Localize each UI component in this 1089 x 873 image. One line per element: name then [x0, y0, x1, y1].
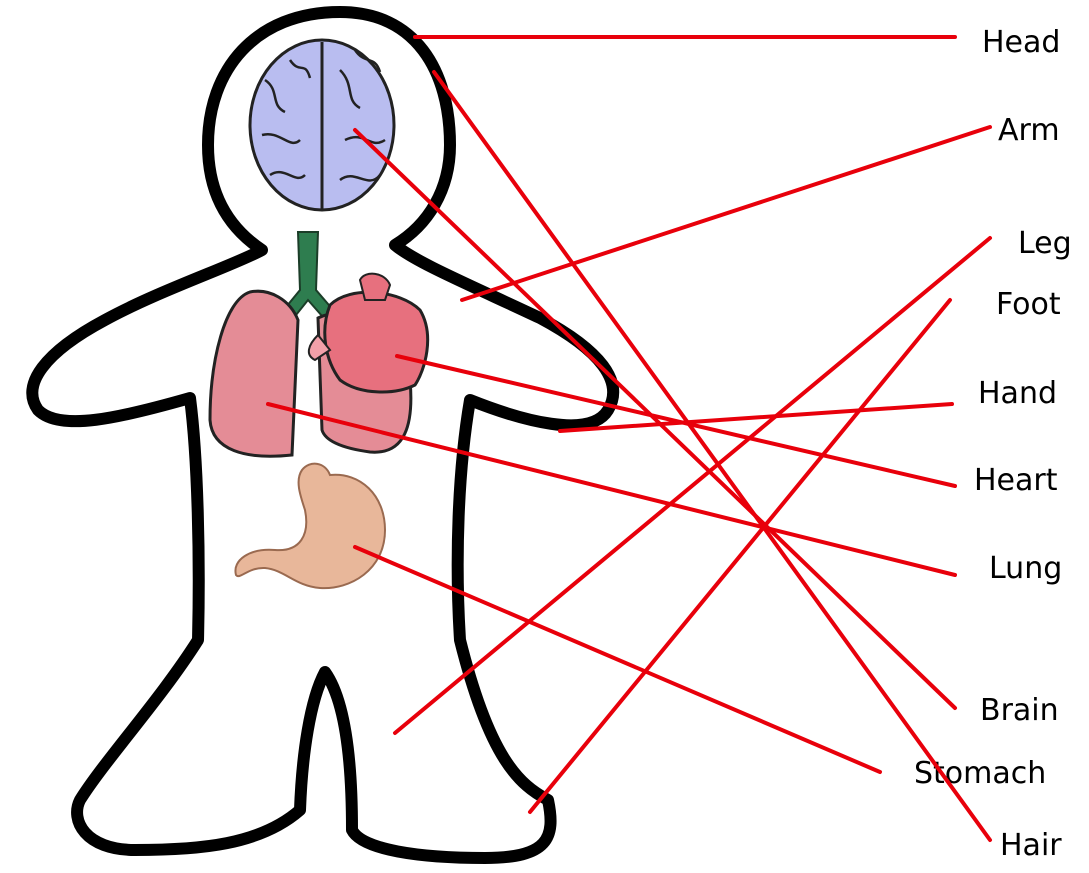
label-hair: Hair	[1000, 828, 1062, 863]
label-heart: Heart	[974, 463, 1058, 498]
label-brain: Brain	[980, 693, 1059, 728]
connector-arm	[462, 127, 990, 300]
connector-heart	[397, 356, 955, 486]
label-lung: Lung	[989, 551, 1062, 586]
label-head: Head	[982, 25, 1060, 60]
label-foot: Foot	[996, 287, 1061, 322]
label-arm: Arm	[998, 113, 1060, 148]
brain-illustration	[250, 40, 394, 210]
label-hand: Hand	[978, 376, 1057, 411]
label-leg: Leg	[1018, 226, 1072, 261]
connector-hair	[434, 72, 990, 840]
